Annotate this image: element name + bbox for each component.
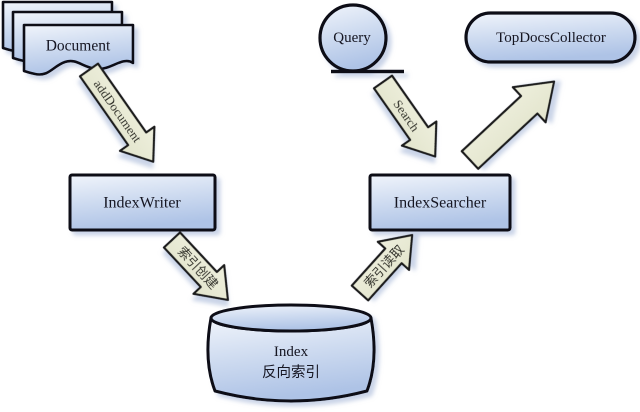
index-writer-box — [68, 173, 217, 232]
index-searcher-node: IndexSearcher — [368, 173, 512, 232]
query-node: Query — [318, 3, 404, 74]
cylinder-lid — [209, 303, 373, 333]
index-searcher-label: IndexSearcher — [394, 195, 487, 212]
arrow-shape — [350, 233, 414, 302]
index-writer-node: IndexWriter — [68, 173, 217, 232]
document-node: Document — [1, 0, 135, 76]
top-docs-collector-node: TopDocsCollector — [464, 11, 637, 64]
top-docs-collector-label: TopDocsCollector — [496, 30, 606, 46]
arrow-shape — [460, 80, 556, 170]
document-page-front — [22, 23, 135, 76]
top-docs-collector-box — [464, 11, 637, 64]
index-sublabel: 反向索引 — [262, 364, 320, 381]
index-label: Index — [274, 344, 309, 360]
add-document-arrow: addDocument — [78, 62, 156, 163]
arrow-shape — [78, 62, 156, 163]
document-label: Document — [46, 38, 111, 55]
index-searcher-box — [368, 173, 512, 232]
add-document-arrow-label: addDocument — [91, 77, 145, 146]
index-create-arrow: 索引创建 — [162, 231, 230, 302]
index-writer-label: IndexWriter — [103, 195, 181, 212]
arrow-shape — [162, 231, 230, 302]
arrow-shape — [372, 74, 438, 158]
query-label: Query — [333, 30, 371, 46]
index-read-arrow: 索引读取 — [350, 233, 414, 302]
index-cylinder-node: Index 反向索引 — [206, 303, 376, 403]
search-arrow: Search — [372, 74, 438, 158]
collect-arrow — [460, 80, 556, 170]
